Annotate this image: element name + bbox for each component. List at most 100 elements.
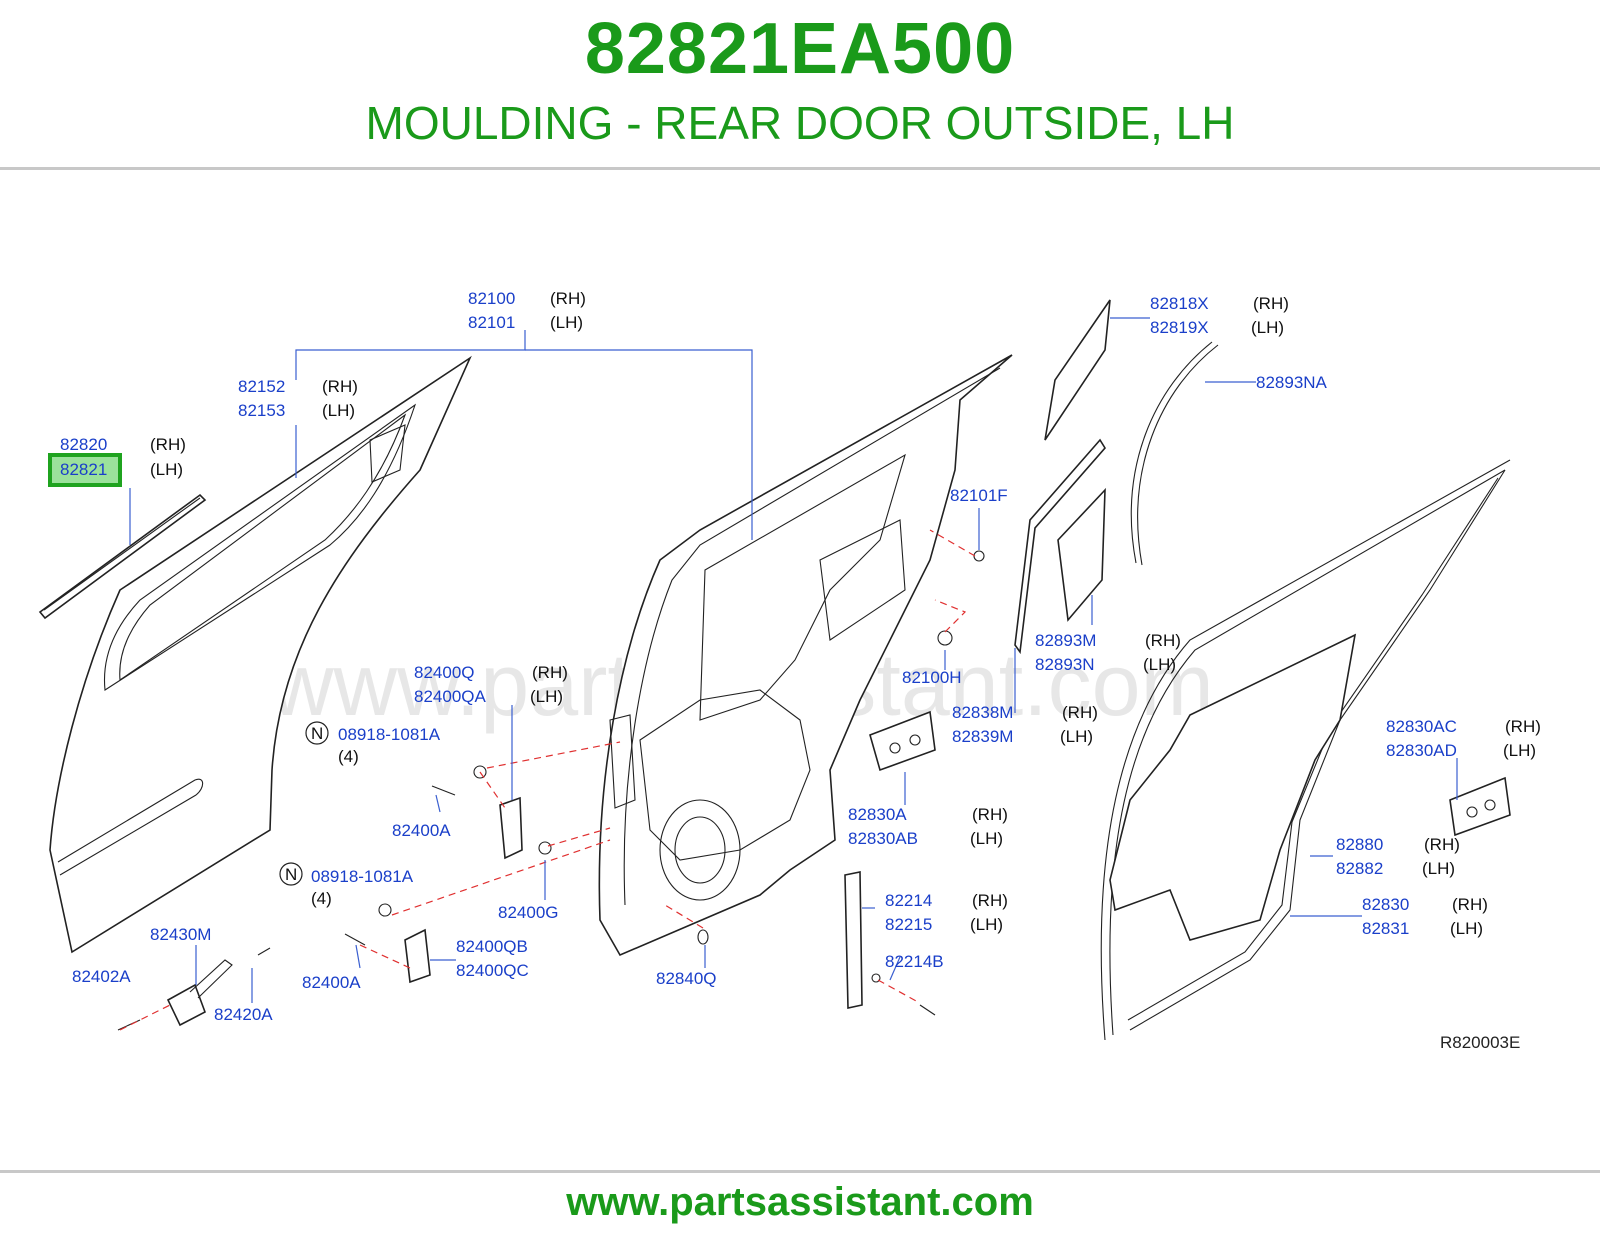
callout-82400a[interactable]: 82400A bbox=[392, 821, 451, 840]
callout-82400qc[interactable]: 82400QC bbox=[456, 961, 529, 980]
callout-side: (LH) bbox=[1422, 859, 1455, 878]
callout-82830a[interactable]: 82830A bbox=[848, 805, 907, 824]
outside-moulding-strip[interactable] bbox=[38, 493, 207, 620]
header-divider bbox=[0, 167, 1600, 170]
callout-side: (LH) bbox=[550, 313, 583, 332]
callout-82400q[interactable]: 82400Q bbox=[414, 663, 475, 682]
n-badge-circle bbox=[305, 721, 329, 745]
bolt-82214b[interactable] bbox=[919, 1004, 936, 1016]
callout-08918-1081a[interactable]: 08918-1081A bbox=[338, 725, 441, 744]
sash-front-channel[interactable] bbox=[1014, 438, 1106, 655]
clip-bracket-82830ac[interactable] bbox=[1449, 776, 1511, 837]
callout-qty: (4) bbox=[338, 747, 359, 766]
callout-side: (RH) bbox=[972, 805, 1008, 824]
callout-82215[interactable]: 82215 bbox=[885, 915, 932, 934]
rear-sash-channel[interactable] bbox=[844, 871, 881, 1009]
clip-bracket-82830a[interactable] bbox=[869, 710, 936, 772]
n-badge-letter: N bbox=[285, 865, 297, 884]
callout-side: (LH) bbox=[530, 687, 563, 706]
callout-82400a[interactable]: 82400A bbox=[302, 973, 361, 992]
callout-side: (RH) bbox=[550, 289, 586, 308]
upper-hinge[interactable] bbox=[431, 765, 552, 860]
plug-82101f[interactable] bbox=[973, 550, 985, 562]
callout-82100h[interactable]: 82100H bbox=[902, 668, 962, 687]
callout-82100[interactable]: 82100 bbox=[468, 289, 515, 308]
door-check-link[interactable] bbox=[117, 947, 271, 1031]
callout-82214[interactable]: 82214 bbox=[885, 891, 932, 910]
outer-door-skin[interactable] bbox=[49, 355, 472, 954]
door-weatherstrip[interactable] bbox=[1100, 459, 1511, 1041]
callout-side: (LH) bbox=[1503, 741, 1536, 760]
callout-side: (RH) bbox=[150, 435, 186, 454]
callout-82821-highlighted[interactable]: 82821 bbox=[60, 460, 107, 479]
callout-labels: 82100 (RH) 82101 (LH) 82152 (RH) 82153 (… bbox=[60, 289, 1541, 1052]
callout-82820[interactable]: 82820 bbox=[60, 435, 107, 454]
callout-side: (LH) bbox=[970, 829, 1003, 848]
bumper-82100h[interactable] bbox=[937, 630, 953, 646]
callout-82893m[interactable]: 82893M bbox=[1035, 631, 1096, 650]
callout-82831[interactable]: 82831 bbox=[1362, 919, 1409, 938]
callout-side: (LH) bbox=[1251, 318, 1284, 337]
assembly-lines bbox=[119, 529, 976, 1031]
callout-82830ac[interactable]: 82830AC bbox=[1386, 717, 1457, 736]
callout-82819x[interactable]: 82819X bbox=[1150, 318, 1209, 337]
callout-08918-1081a[interactable]: 08918-1081A bbox=[311, 867, 414, 886]
callout-side: (RH) bbox=[1505, 717, 1541, 736]
callout-82153[interactable]: 82153 bbox=[238, 401, 285, 420]
diagram-reference-code: R820003E bbox=[1440, 1033, 1520, 1052]
callout-82101f[interactable]: 82101F bbox=[950, 486, 1008, 505]
callout-82882[interactable]: 82882 bbox=[1336, 859, 1383, 878]
callout-side: (RH) bbox=[1062, 703, 1098, 722]
callout-82880[interactable]: 82880 bbox=[1336, 835, 1383, 854]
part-number-title: 82821EA500 bbox=[584, 9, 1016, 89]
callout-side: (LH) bbox=[1450, 919, 1483, 938]
callout-82400qb[interactable]: 82400QB bbox=[456, 937, 528, 956]
glass-run-weatherstrip[interactable] bbox=[1130, 341, 1219, 566]
callout-82830[interactable]: 82830 bbox=[1362, 895, 1409, 914]
callout-82818x[interactable]: 82818X bbox=[1150, 294, 1209, 313]
highlighted-part-box bbox=[48, 453, 122, 487]
sash-cover-upper[interactable] bbox=[1044, 299, 1111, 441]
callout-82430m[interactable]: 82430M bbox=[150, 925, 211, 944]
callout-side: (RH) bbox=[1424, 835, 1460, 854]
n-badge-circle bbox=[279, 862, 303, 886]
callout-side: (RH) bbox=[1253, 294, 1289, 313]
footer-divider bbox=[0, 1170, 1600, 1173]
callout-82152[interactable]: 82152 bbox=[238, 377, 285, 396]
leader-lines bbox=[129, 317, 1458, 1003]
callout-qty: (4) bbox=[311, 889, 332, 908]
callout-82893na[interactable]: 82893NA bbox=[1256, 373, 1328, 392]
callout-82420a[interactable]: 82420A bbox=[214, 1005, 273, 1024]
callout-side: (LH) bbox=[970, 915, 1003, 934]
callout-side: (RH) bbox=[972, 891, 1008, 910]
footer-website-link[interactable]: www.partsassistant.com bbox=[566, 1180, 1034, 1224]
callout-82402a[interactable]: 82402A bbox=[72, 967, 131, 986]
callout-82839m[interactable]: 82839M bbox=[952, 727, 1013, 746]
callout-82400g[interactable]: 82400G bbox=[498, 903, 559, 922]
callout-side: (RH) bbox=[1452, 895, 1488, 914]
callout-82838m[interactable]: 82838M bbox=[952, 703, 1013, 722]
door-sealing-screen[interactable] bbox=[1109, 633, 1357, 941]
callout-82830ad[interactable]: 82830AD bbox=[1386, 741, 1457, 760]
callout-side: (LH) bbox=[1143, 655, 1176, 674]
callout-side: (RH) bbox=[322, 377, 358, 396]
callout-82840q[interactable]: 82840Q bbox=[656, 969, 717, 988]
callout-82830ab[interactable]: 82830AB bbox=[848, 829, 918, 848]
callout-side: (RH) bbox=[1145, 631, 1181, 650]
callout-side: (LH) bbox=[1060, 727, 1093, 746]
callout-side: (LH) bbox=[322, 401, 355, 420]
callout-82214b[interactable]: 82214B bbox=[885, 952, 944, 971]
sash-glass-filler[interactable] bbox=[1057, 487, 1106, 622]
callout-82893n[interactable]: 82893N bbox=[1035, 655, 1095, 674]
callout-side: (LH) bbox=[150, 460, 183, 479]
part-description: MOULDING - REAR DOOR OUTSIDE, LH bbox=[365, 97, 1235, 149]
callout-side: (RH) bbox=[532, 663, 568, 682]
n-badge-letter: N bbox=[311, 724, 323, 743]
header: 82821EA500 MOULDING - REAR DOOR OUTSIDE,… bbox=[0, 0, 1600, 170]
lower-hinge[interactable] bbox=[344, 903, 431, 984]
callout-82101[interactable]: 82101 bbox=[468, 313, 515, 332]
plug-82840q[interactable] bbox=[697, 929, 709, 945]
inner-door-panel[interactable] bbox=[598, 354, 1013, 957]
callout-82400qa[interactable]: 82400QA bbox=[414, 687, 486, 706]
